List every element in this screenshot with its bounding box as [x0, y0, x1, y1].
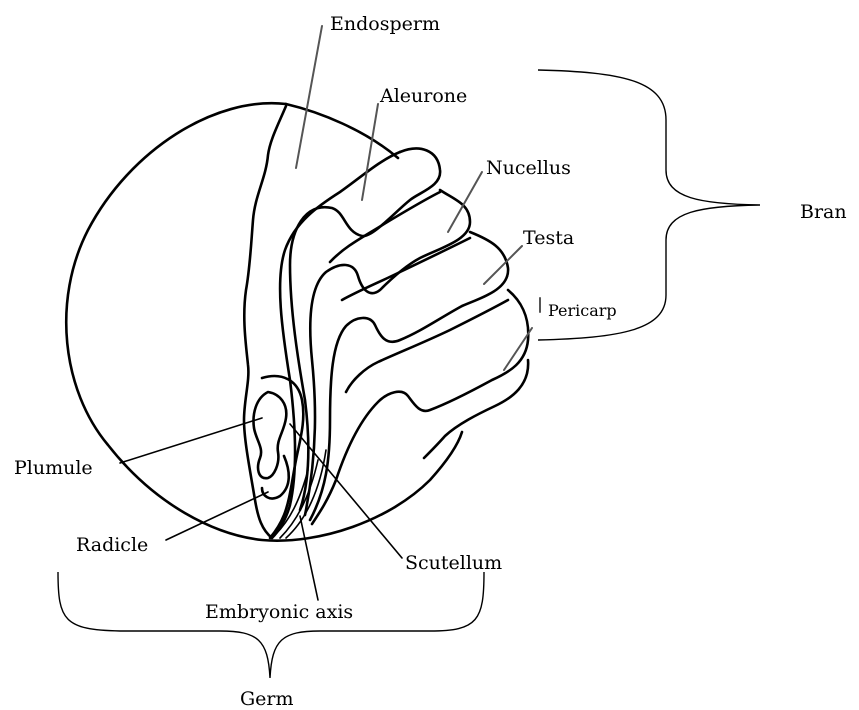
endosperm-boundary	[244, 106, 286, 538]
kernel-outline	[66, 103, 462, 540]
plumule-outline	[254, 392, 287, 478]
embryonic-axis-label: Embryonic axis	[205, 601, 353, 623]
pericarp-label: Pericarp	[548, 301, 617, 320]
radicle-label: Radicle	[76, 534, 148, 556]
pericarp-inner	[346, 300, 508, 392]
testa-inner	[342, 238, 470, 300]
testa-layer	[310, 232, 508, 520]
endosperm-label: Endosperm	[330, 13, 440, 35]
aleurone-leader	[362, 104, 378, 200]
pericarp-tail	[424, 360, 528, 458]
plumule-leader	[120, 418, 262, 463]
plumule-label: Plumule	[14, 457, 93, 479]
bran-label: Bran	[800, 201, 847, 223]
germ-label: Germ	[240, 688, 294, 710]
aleurone-label: Aleurone	[379, 85, 467, 107]
testa-label: Testa	[523, 227, 574, 249]
nucellus-layer	[305, 190, 470, 515]
nucellus-label: Nucellus	[486, 157, 571, 179]
nucellus-leader	[448, 172, 482, 232]
radicle-leader	[166, 492, 268, 540]
nucellus-inner	[330, 192, 440, 262]
testa-leader	[484, 246, 522, 284]
embryonic-axis-leader	[300, 516, 318, 600]
germ-brace	[58, 572, 484, 678]
scutellum-label: Scutellum	[405, 552, 502, 574]
bran-brace	[538, 70, 760, 340]
endosperm-leader	[296, 26, 322, 168]
